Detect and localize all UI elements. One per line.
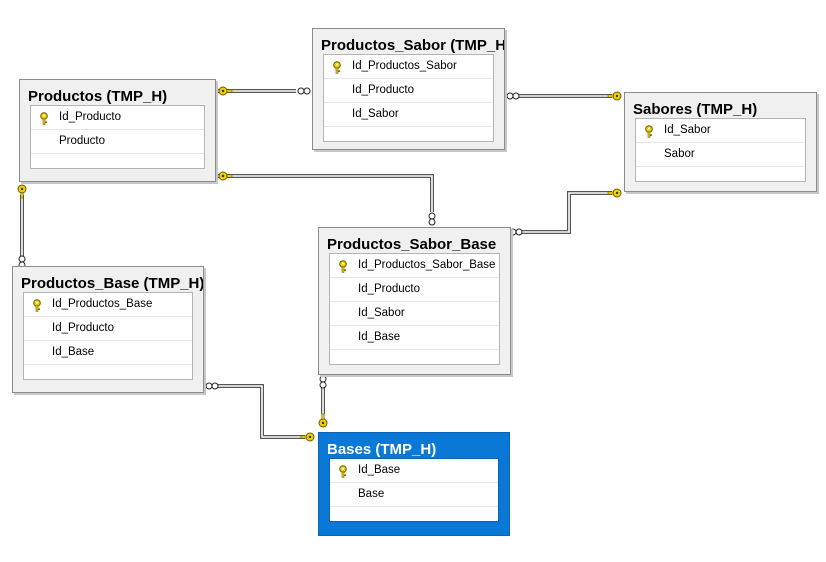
column-row[interactable]: Id_Sabor (330, 302, 499, 326)
table-sabores[interactable]: Sabores (TMP_H) Id_Sabor Sabor (624, 92, 817, 192)
column-row[interactable]: Producto (31, 130, 204, 154)
many-end-infinity-icon (506, 92, 520, 100)
relationship-line (520, 191, 612, 234)
column-row[interactable]: Id_Base (330, 326, 499, 350)
column-row[interactable]: Sabor (636, 143, 805, 167)
table-title: Productos_Sabor (TMP_H) (321, 37, 505, 54)
column-grid: Id_Base Base (329, 458, 499, 522)
column-name: Sabor (664, 148, 695, 160)
table-title: Bases (TMP_H) (327, 441, 437, 458)
column-row[interactable]: Id_Producto (31, 106, 204, 130)
column-name: Id_Producto (358, 283, 421, 295)
table-productos[interactable]: Productos (TMP_H) Id_Producto Producto (19, 79, 216, 182)
table-title: Productos_Base (TMP_H) (21, 275, 204, 292)
one-end-key-icon (17, 184, 27, 199)
column-row[interactable]: Id_Producto (24, 317, 192, 341)
table-title: Productos_Sabor_Base (327, 236, 497, 253)
one-end-key-icon (607, 188, 622, 198)
column-row[interactable]: Id_Sabor (324, 103, 493, 127)
table-title: Sabores (TMP_H) (633, 101, 758, 118)
one-end-key-icon (218, 171, 233, 181)
one-end-key-icon (318, 413, 328, 428)
table-bases[interactable]: Bases (TMP_H) Id_Base Base (318, 432, 510, 536)
primary-key-icon (643, 124, 655, 138)
primary-key-icon (337, 259, 349, 273)
column-name: Id_Productos_Sabor (352, 60, 457, 72)
column-row[interactable]: Id_Productos_Sabor_Base (330, 254, 499, 278)
column-name: Id_Sabor (358, 307, 405, 319)
column-row[interactable]: Id_Producto (324, 79, 493, 103)
primary-key-icon (331, 60, 343, 74)
table-productos-sabor-base[interactable]: Productos_Sabor_Base Id_Productos_Sabor_… (318, 227, 511, 375)
column-row[interactable]: Id_Sabor (636, 119, 805, 143)
many-end-infinity-icon (319, 375, 327, 389)
column-name: Producto (59, 135, 106, 147)
column-row[interactable]: Id_Producto (330, 278, 499, 302)
column-name: Base (358, 488, 385, 500)
one-end-key-icon (218, 86, 233, 96)
column-grid: Id_Productos_Sabor Id_Producto Id_Sabor (323, 54, 494, 142)
column-row[interactable]: Id_Base (24, 341, 192, 365)
primary-key-icon (38, 111, 50, 125)
table-productos-base[interactable]: Productos_Base (TMP_H) Id_Productos_Base… (12, 266, 204, 393)
column-grid: Id_Productos_Base Id_Producto Id_Base (23, 292, 193, 380)
primary-key-icon (31, 298, 43, 312)
many-end-infinity-icon (428, 212, 436, 226)
many-end-infinity-icon (509, 228, 523, 236)
column-name: Id_Base (358, 464, 401, 476)
column-grid: Id_Producto Producto (30, 105, 205, 169)
relationship-line (218, 174, 434, 212)
column-name: Id_Producto (352, 84, 415, 96)
column-name: Id_Producto (52, 322, 115, 334)
column-name: Id_Base (358, 331, 401, 343)
column-grid: Id_Sabor Sabor (635, 118, 806, 182)
column-row[interactable]: Id_Base (330, 459, 498, 483)
column-name: Id_Base (52, 346, 95, 358)
column-name: Id_Producto (59, 111, 122, 123)
column-grid: Id_Productos_Sabor_Base Id_Producto Id_S… (329, 253, 500, 365)
one-end-key-icon (300, 432, 315, 442)
column-name: Id_Sabor (664, 124, 711, 136)
one-end-key-icon (607, 91, 622, 101)
column-row[interactable]: Base (330, 483, 498, 507)
column-row[interactable]: Id_Productos_Sabor (324, 55, 493, 79)
many-end-infinity-icon (297, 87, 311, 95)
many-end-infinity-icon (205, 382, 219, 390)
column-row[interactable]: Id_Productos_Base (24, 293, 192, 317)
table-productos-sabor[interactable]: Productos_Sabor (TMP_H) Id_Productos_Sab… (312, 28, 505, 150)
column-name: Id_Sabor (352, 108, 399, 120)
column-name: Id_Productos_Sabor_Base (358, 259, 496, 271)
table-title: Productos (TMP_H) (28, 88, 168, 105)
column-name: Id_Productos_Base (52, 298, 153, 310)
primary-key-icon (337, 464, 349, 478)
